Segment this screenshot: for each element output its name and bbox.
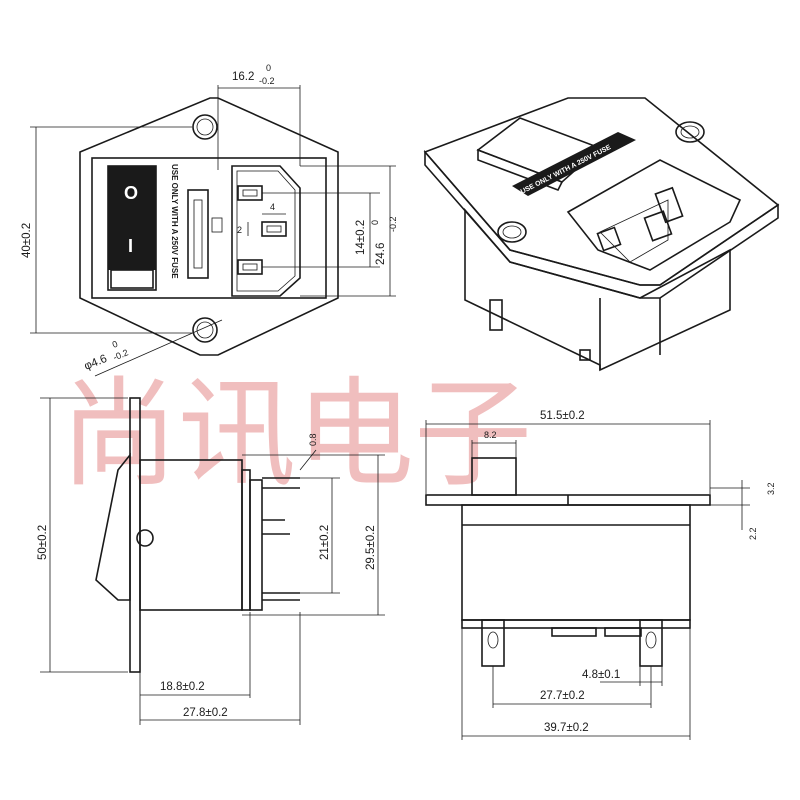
svg-text:0: 0 bbox=[266, 63, 271, 73]
iso-label-plate bbox=[512, 132, 636, 196]
iso-body bbox=[464, 207, 731, 372]
dim-switch-width: 8.2 bbox=[484, 430, 497, 440]
front-body-rect bbox=[91, 157, 327, 299]
iec-socket bbox=[231, 165, 301, 297]
dim-flange-step: 2.2 bbox=[748, 527, 758, 540]
dim-flange-thick: 3.2 bbox=[766, 482, 776, 495]
pin-bottom bbox=[237, 259, 263, 275]
svg-text:-0.2: -0.2 bbox=[388, 216, 398, 232]
side-view: 50±0.2 21±0.2 29.5±0.2 0.8 18.8±0.2 27.8… bbox=[37, 397, 385, 725]
pin-middle bbox=[261, 221, 287, 237]
dim-tab-spacing: 27.7±0.2 bbox=[540, 690, 585, 702]
dim-pin-w: 4 bbox=[270, 202, 275, 212]
dim-thickness: 0.8 bbox=[308, 433, 318, 446]
side-rocker bbox=[95, 452, 131, 601]
dim-depth1: 18.8±0.2 bbox=[160, 681, 205, 693]
svg-text:0: 0 bbox=[111, 339, 119, 350]
mount-hole-bottom bbox=[192, 317, 218, 343]
watermark-text: 尚讯电子 bbox=[60, 365, 532, 503]
iso-flange-top bbox=[423, 97, 780, 286]
dim-pin-span: 21±0.2 bbox=[319, 525, 331, 560]
tab-left bbox=[481, 619, 505, 667]
dim-pin-h: 2 bbox=[237, 225, 242, 235]
dim-body-height: 29.5±0.2 bbox=[365, 525, 377, 570]
fuse-holder bbox=[187, 189, 209, 279]
tab-right bbox=[639, 619, 663, 667]
front-flange-outline bbox=[79, 97, 339, 356]
switch-on-symbol: O bbox=[124, 183, 138, 203]
dim-total-height: 50±0.2 bbox=[37, 525, 49, 560]
front-fuse-label: USE ONLY WITH A 250V FUSE bbox=[170, 164, 179, 279]
iso-socket bbox=[566, 159, 742, 271]
bottom-body bbox=[461, 504, 691, 621]
bottom-switch bbox=[471, 457, 517, 496]
svg-text:-0.2: -0.2 bbox=[259, 76, 275, 86]
iso-fuse-label: USE ONLY WITH A 250V FUSE bbox=[520, 144, 613, 196]
dim-flange-width: 51.5±0.2 bbox=[540, 410, 585, 422]
dim-height: 40±0.2 bbox=[21, 223, 33, 258]
switch-off-symbol: I bbox=[128, 236, 133, 256]
dim-socket-height: 24.6 bbox=[375, 243, 387, 265]
dim-depth2: 27.8±0.2 bbox=[183, 707, 228, 719]
front-view: O I USE ONLY WITH A 250V FUSE 16.2 0 -0.… bbox=[21, 63, 398, 377]
pin-top bbox=[237, 185, 263, 201]
dim-pin-pitch: 14±0.2 bbox=[355, 220, 367, 255]
iso-view: USE ONLY WITH A 250V FUSE bbox=[423, 97, 780, 372]
svg-text:0: 0 bbox=[370, 220, 380, 225]
dim-width-top: 16.2 bbox=[232, 71, 254, 83]
bottom-view: 51.5±0.2 8.2 3.2 2.2 4.8±0.1 27.7±0.2 39… bbox=[425, 410, 776, 740]
dim-tab-width: 4.8±0.1 bbox=[582, 669, 620, 681]
mount-hole-top bbox=[192, 114, 218, 140]
dim-body-width: 39.7±0.2 bbox=[544, 722, 589, 734]
